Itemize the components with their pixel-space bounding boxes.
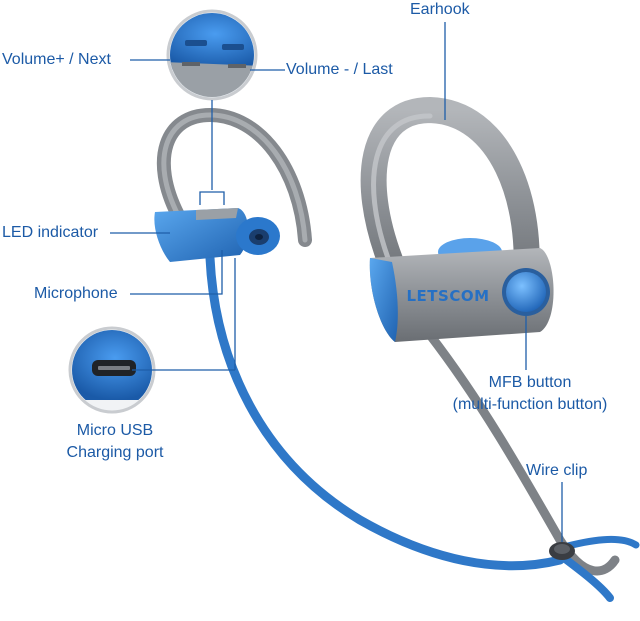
zoom-callout-buttons xyxy=(166,9,258,101)
label-wire-clip: Wire clip xyxy=(526,462,588,479)
brand-logo: LETSCOM xyxy=(406,287,489,305)
label-led-indicator: LED indicator xyxy=(2,224,99,241)
zoom-callout-usb-port xyxy=(68,326,156,414)
label-microphone: Microphone xyxy=(34,285,118,302)
wire-clip-icon xyxy=(549,542,575,560)
right-earphone: LETSCOM xyxy=(360,96,554,342)
label-mfb-line2: (multi-function button) xyxy=(452,396,608,413)
leader-lines xyxy=(110,22,563,542)
label-mfb-line1: MFB button xyxy=(488,374,572,391)
label-volume-down: Volume - / Last xyxy=(286,61,393,78)
left-earphone xyxy=(154,107,312,262)
label-usb-line1: Micro USB xyxy=(76,422,154,439)
label-usb-line2: Charging port xyxy=(66,444,164,461)
label-volume-up: Volume+ / Next xyxy=(2,51,111,68)
label-earhook: Earhook xyxy=(410,1,470,18)
